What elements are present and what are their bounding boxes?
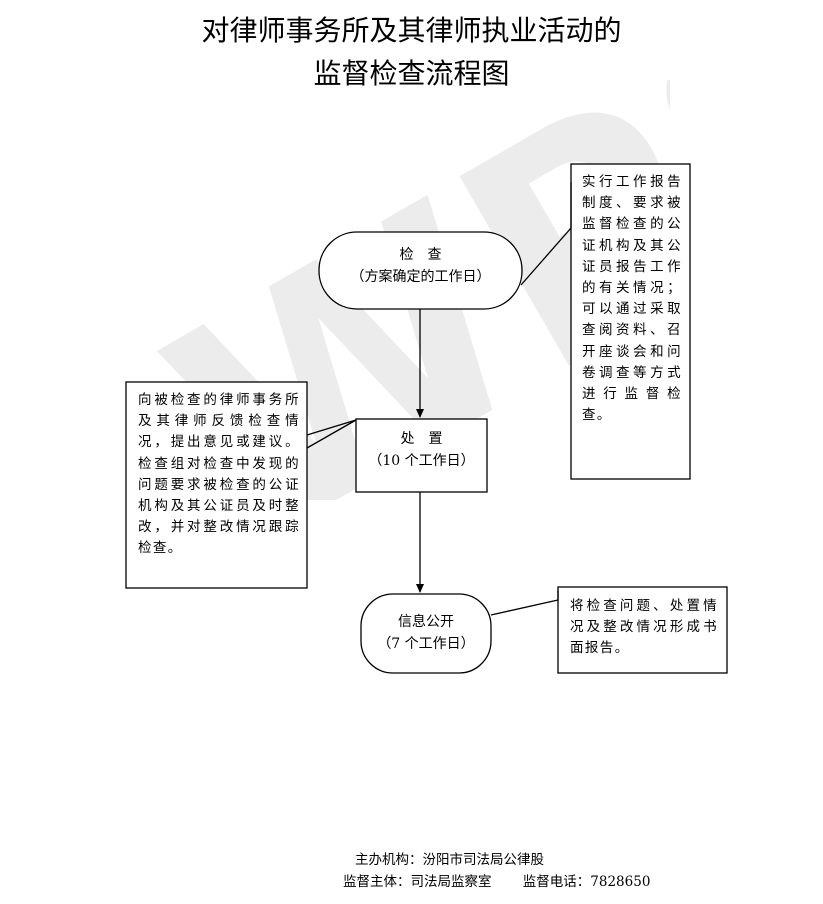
inspect-node-sub: （方案确定的工作日） <box>350 269 491 285</box>
callout-right-top <box>520 182 572 286</box>
handle-node-sub: （10 个工作日） <box>368 453 475 469</box>
inspect-node: 检 查 （方案确定的工作日） <box>319 244 522 288</box>
handle-node-shape <box>355 418 488 493</box>
footer-organizer: 主办机构：汾阳市司法局公律股 <box>355 852 544 868</box>
publish-node-label: 信息公开 <box>398 614 454 630</box>
publish-node: 信息公开 （7 个工作日） <box>361 611 491 655</box>
publish-node-sub: （7 个工作日） <box>377 636 475 652</box>
note-left-box <box>125 381 308 589</box>
callout-left <box>306 419 357 449</box>
handle-node-label: 处 置 <box>400 431 443 447</box>
handle-node: 处 置 （10 个工作日） <box>356 428 487 472</box>
note-right-bottom-box <box>557 586 728 674</box>
footer-supervisor: 监督主体：司法局监察室 监督电话：7828650 <box>343 874 651 890</box>
note-right-top-box <box>570 163 691 480</box>
note-left: 向被检查的律师事务所及其律师反馈检查情况，提出意见或建议。检查组对检查中发现的问… <box>138 392 300 557</box>
inspect-node-label: 检 查 <box>399 247 442 263</box>
page-subtitle: 监督检查流程图 <box>313 57 510 90</box>
note-right-bottom: 将检查问题、处置情况及整改情况形成书面报告。 <box>570 598 718 657</box>
note-right-top: 实行工作报告制度、要求被监督检查的公证机构及其公证员报告工作的有关情况；可以通过… <box>582 174 682 424</box>
callout-right-bottom <box>490 590 559 616</box>
page-title: 对律师事务所及其律师执业活动的 <box>201 14 622 47</box>
publish-node-shape <box>360 593 492 674</box>
